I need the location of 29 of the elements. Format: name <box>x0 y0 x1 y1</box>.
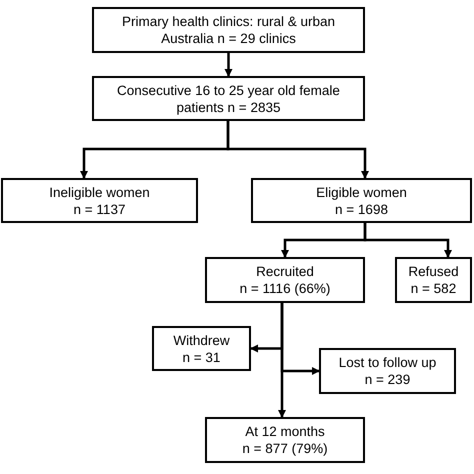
process-box <box>92 76 365 121</box>
box-text: Ineligible women <box>49 184 150 200</box>
box-text: n = 31 <box>182 348 220 366</box>
box-text: Recruited <box>256 263 314 280</box>
process-box <box>1 178 198 223</box>
box-text: Eligible women <box>316 184 407 200</box>
box-text: n = 1137 <box>74 200 126 218</box>
box-text: n = 239 <box>364 371 410 388</box>
box-text: n = 1116 (66%) <box>240 280 330 297</box>
box-text: Lost to follow up <box>338 354 436 371</box>
process-box <box>205 257 365 303</box>
box-text: n = 877 (79%) <box>242 440 328 457</box>
arrow <box>364 223 452 258</box>
process-box <box>205 417 365 463</box>
box-text: Withdrew <box>173 332 230 348</box>
box-text: Refused <box>408 263 459 280</box>
box-text: n = 582 <box>410 280 456 297</box>
arrow <box>224 53 232 77</box>
box-text: Consecutive 16 to 25 year old female patients n = 2835 <box>116 82 341 116</box>
process-box <box>395 257 472 303</box>
arrow <box>226 121 369 179</box>
box-text: Primary health clinics: rural & urban Australia n = 29 clinics <box>120 13 336 47</box>
process-box <box>251 178 472 223</box>
arrow <box>278 303 286 418</box>
process-box <box>92 7 365 53</box>
box-text: n = 1698 <box>335 200 388 218</box>
process-box <box>319 348 456 394</box>
box-text: At 12 months <box>245 423 325 440</box>
process-box <box>152 326 251 371</box>
